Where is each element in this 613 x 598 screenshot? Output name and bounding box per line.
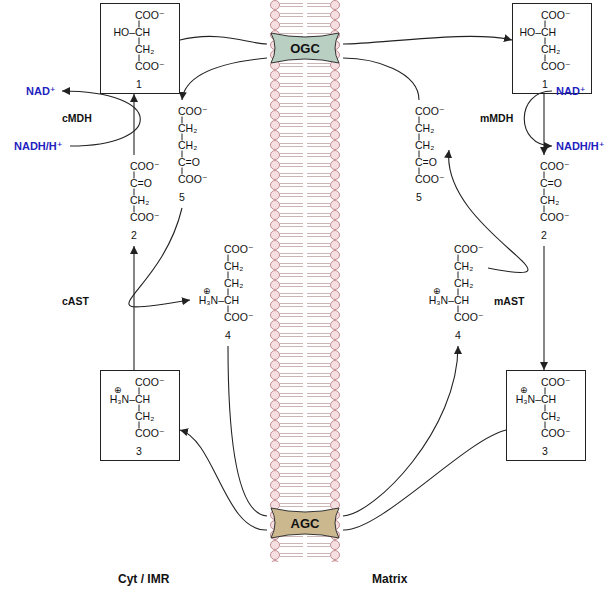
compartment-label: Cyt / IMR — [118, 572, 169, 586]
connector-arrow — [133, 246, 134, 370]
enzyme-label: cAST — [62, 294, 89, 308]
structure-line: CH₂ — [178, 121, 197, 135]
structure-line: COO⁻ — [541, 375, 570, 389]
structure-line: CH₂ — [415, 138, 434, 152]
carrier-name: OGC — [290, 41, 320, 56]
charge-symbol: ⊕ — [203, 286, 211, 296]
structure-line: HO–CH — [519, 25, 556, 39]
structure-line: COO⁻ — [178, 172, 207, 186]
chemical-structure: COO⁻ C=O CH₂ COO⁻ 2 — [115, 155, 164, 246]
enzyme-label: mMDH — [480, 111, 513, 125]
structure-line: C=O — [415, 155, 437, 169]
structure-line: COO⁻ — [415, 172, 444, 186]
structure-line: COO⁻ — [541, 426, 570, 440]
compound-number: 2 — [131, 228, 137, 242]
structure-line: COO⁻ — [224, 310, 253, 324]
structure-line: CH₂ — [540, 193, 559, 207]
cofactor-arrow — [524, 91, 552, 146]
compound-number: 4 — [225, 328, 231, 342]
structure-line: CH₂ — [541, 42, 560, 56]
connector-arrow — [228, 346, 267, 516]
enzyme-label: cMDH — [62, 111, 92, 125]
structure-line: CH₂ — [454, 276, 473, 290]
structure-line: COO⁻ — [454, 242, 483, 256]
charge-symbol: ⊕ — [114, 385, 122, 395]
structure-line: COO⁻ — [541, 59, 570, 73]
boxed-structure: COO⁻H₃N–CHCH₂COO⁻⊕3 — [506, 370, 586, 461]
carrier-name: AGC — [291, 516, 320, 531]
cofactor-label: NADH/H⁺ — [556, 139, 605, 153]
structure-line: C=O — [178, 155, 200, 169]
connector-arrow — [129, 208, 190, 307]
compound-number: 5 — [416, 190, 422, 204]
charge-symbol: ⊕ — [433, 286, 441, 296]
carrier-outline — [271, 508, 339, 538]
structure-line: CH₂ — [135, 42, 154, 56]
structure-line: CH₂ — [541, 409, 560, 423]
structure-line: HO–CH — [113, 25, 150, 39]
charge-symbol: ⊕ — [520, 385, 528, 395]
structure-line: COO⁻ — [540, 159, 569, 173]
lipid-bilayer — [265, 0, 345, 562]
chemical-structure: COO⁻CH₂CH₂H₃N–CHCOO⁻⊕4 — [190, 238, 258, 346]
structure-line: CH₂ — [415, 121, 434, 135]
chemical-structure: COO⁻ CH₂ CH₂ C=O COO⁻ 5 — [395, 100, 449, 208]
structure-line: CH₂ — [224, 259, 243, 273]
structure-line: CH₂ — [178, 138, 197, 152]
structure-line: COO⁻ — [135, 375, 164, 389]
enzyme-label: mAST — [494, 294, 524, 308]
boxed-structure: COO⁻ HO–CH CH₂ COO⁻ 1 — [100, 3, 180, 94]
cofactor-label: NADH/H⁺ — [14, 139, 63, 153]
connector-arrow — [180, 36, 267, 44]
connector-arrow — [180, 430, 267, 530]
chemical-structure: COO⁻CH₂CH₂H₃N–CHCOO⁻⊕4 — [420, 238, 488, 346]
compound-number: 1 — [136, 77, 142, 91]
compound-number: 5 — [179, 190, 185, 204]
connector-arrow — [543, 246, 544, 370]
carrier-protein: AGC — [267, 506, 343, 540]
connector-arrow — [543, 94, 544, 155]
structure-line: COO⁻ — [540, 210, 569, 224]
structure-line: COO⁻ — [454, 310, 483, 324]
structure-line: CH₂ — [454, 259, 473, 273]
cofactor-label: NAD⁺ — [26, 84, 56, 98]
boxed-structure: COO⁻H₃N–CHCH₂COO⁻⊕3 — [100, 370, 180, 461]
connector-arrow — [343, 36, 512, 44]
connector-arrow — [182, 58, 267, 100]
cofactor-arrow — [62, 91, 140, 146]
compound-number: 3 — [542, 444, 548, 458]
structure-line: COO⁻ — [135, 8, 164, 22]
structure-line: COO⁻ — [135, 59, 164, 73]
connector-arrow — [343, 58, 419, 100]
structure-line: COO⁻ — [541, 8, 570, 22]
compound-number: 3 — [136, 444, 142, 458]
structure-line: C=O — [130, 176, 152, 190]
compound-number: 4 — [455, 328, 461, 342]
chemical-structure: COO⁻ C=O CH₂ COO⁻ 2 — [525, 155, 574, 246]
boxed-structure: COO⁻ HO–CH CH₂ COO⁻ 1 — [512, 3, 592, 94]
connector-arrow — [343, 346, 458, 516]
chemical-structure: COO⁻ CH₂ CH₂ C=O COO⁻ 5 — [158, 100, 212, 208]
structure-line: CH₂ — [224, 276, 243, 290]
structure-line: COO⁻ — [178, 104, 207, 118]
cofactor-label: NAD⁺ — [556, 84, 586, 98]
structure-line: CH₂ — [135, 409, 154, 423]
connector-arrow — [133, 94, 134, 155]
carrier-protein: OGC — [267, 31, 343, 65]
connector-arrow — [343, 430, 506, 530]
structure-line: CH₂ — [130, 193, 149, 207]
structure-line: COO⁻ — [135, 426, 164, 440]
compartment-label: Matrix — [372, 572, 407, 586]
compound-number: 2 — [541, 228, 547, 242]
structure-line: C=O — [540, 176, 562, 190]
carrier-outline — [271, 33, 339, 63]
connector-arrow — [449, 150, 528, 273]
compound-number: 1 — [542, 77, 548, 91]
structure-line: COO⁻ — [130, 210, 159, 224]
structure-line: COO⁻ — [415, 104, 444, 118]
structure-line: COO⁻ — [130, 159, 159, 173]
structure-line: COO⁻ — [224, 242, 253, 256]
